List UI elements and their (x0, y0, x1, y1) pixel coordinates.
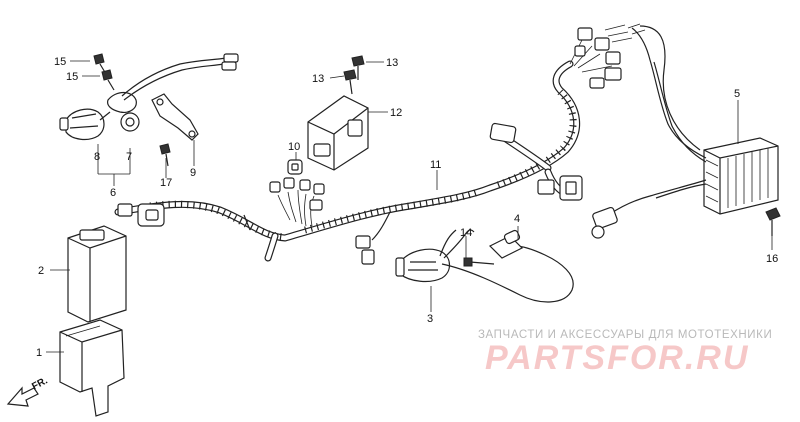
callout-13-upper: 13 (386, 57, 398, 69)
callout-12: 12 (390, 107, 402, 119)
callout-7: 7 (126, 151, 132, 163)
callout-10: 10 (288, 141, 300, 153)
callout-14: 14 (460, 227, 472, 239)
grommet-part-10 (287, 159, 303, 175)
callout-9: 9 (190, 167, 196, 179)
spark-plug-cap-part-4 (488, 229, 524, 259)
callout-11: 11 (430, 159, 441, 171)
bolt-part-15-lower (101, 69, 115, 91)
cdi-unit-part-2 (67, 225, 127, 323)
cdi-bracket-part-1 (59, 319, 125, 417)
callout-3: 3 (427, 313, 433, 325)
callout-16: 16 (766, 253, 778, 265)
callout-8: 8 (94, 151, 100, 163)
switch-assembly-part-6 (59, 53, 239, 141)
callout-15-lower: 15 (66, 71, 78, 83)
leader-lines (46, 60, 773, 353)
bolt-part-13-upper (351, 55, 365, 80)
callout-15-upper: 15 (54, 56, 66, 68)
bolt-part-14 (463, 257, 495, 267)
ignition-coil-part-3 (395, 229, 574, 303)
bolt-part-17 (159, 143, 171, 167)
callout-2: 2 (38, 265, 44, 277)
lead-wire-right (639, 25, 701, 151)
switch-stay-part-9 (151, 93, 199, 141)
front-direction-arrow: FR. (6, 375, 50, 407)
wire-harness-part-11 (114, 23, 646, 265)
callout-labels: 1 2 3 4 5 6 7 8 9 10 11 12 13 13 14 15 1… (36, 56, 778, 359)
callout-17: 17 (160, 177, 172, 189)
bolt-part-13-lower (343, 69, 357, 95)
callout-13-lower: 13 (312, 73, 324, 85)
callout-4: 4 (514, 213, 520, 225)
callout-6: 6 (110, 187, 116, 199)
watermark-logo: PARTSFOR.RU (485, 339, 750, 377)
direction-label: FR. (30, 375, 50, 392)
callout-5: 5 (734, 88, 740, 100)
watermark-tagline: ЗАПЧАСТИ И АКСЕССУАРЫ ДЛЯ МОТОТЕХНИКИ (478, 329, 773, 341)
bolt-part-16 (765, 207, 781, 236)
regulator-rectifier-part-5 (591, 27, 779, 239)
callout-1: 1 (36, 347, 42, 359)
starter-relay-part-12 (307, 95, 369, 171)
